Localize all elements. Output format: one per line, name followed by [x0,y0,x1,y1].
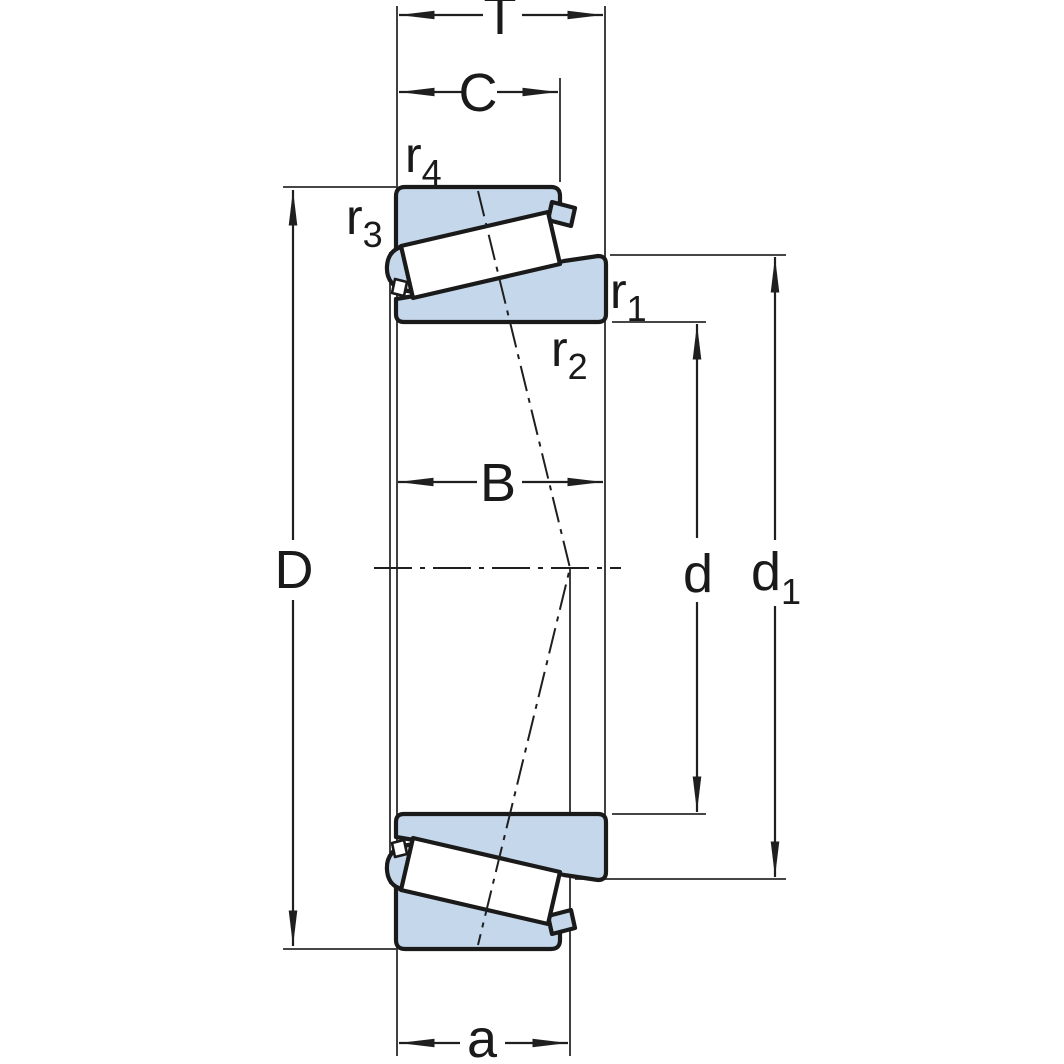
label-r3: r3 [346,189,383,255]
label-a: a [467,1009,498,1064]
bearing-section-top [384,184,609,325]
label-r4: r4 [405,127,442,193]
label-d1: d1 [751,542,801,612]
label-B: B [480,453,516,513]
label-T: T [484,0,517,46]
cup-outer-ring [393,184,563,251]
pressure-line [477,190,572,946]
bearing-section-bottom [387,814,606,949]
label-C: C [459,63,498,123]
tapered-roller [398,209,563,301]
label-r1: r1 [610,263,647,329]
label-d: d [683,544,713,604]
label-D: D [275,540,314,600]
cage-notch [390,277,409,298]
label-r2: r2 [551,321,588,387]
